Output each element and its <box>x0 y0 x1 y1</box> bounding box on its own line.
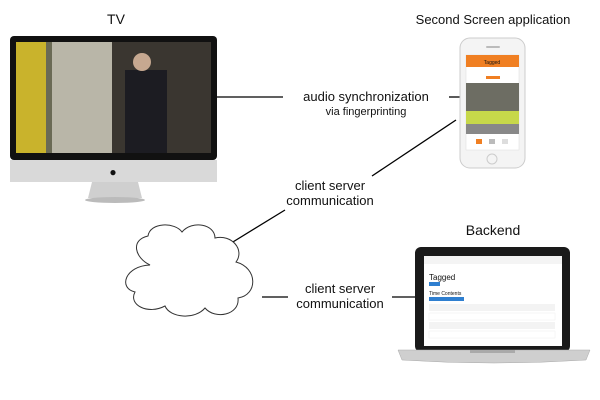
backend-screen-title: Tagged <box>429 273 455 282</box>
backend-label: Backend <box>466 222 520 238</box>
cs-bottom-sublabel: communication <box>296 296 383 311</box>
audio-sync-label: audio synchronization <box>303 89 429 104</box>
audio-sync-sublabel: via fingerprinting <box>326 106 407 118</box>
second-screen-label: Second Screen application <box>416 12 571 27</box>
backend-screen-section: Time Contents <box>429 291 462 297</box>
phone-screen-title: Tagged <box>484 60 501 66</box>
cloud-icon <box>125 224 254 317</box>
apple-logo-icon: ● <box>109 165 116 179</box>
tv-monitor: ● <box>10 36 217 203</box>
cs-top-label: client server <box>295 178 366 193</box>
smartphone: Tagged <box>459 37 526 169</box>
cs-bottom-label: client server <box>305 281 376 296</box>
connector-cs-cloud <box>227 209 286 246</box>
cs-top-sublabel: communication <box>286 193 373 208</box>
tv-label: TV <box>107 11 126 27</box>
connector-phone-cs <box>371 119 457 177</box>
laptop: Tagged Time Contents <box>397 247 591 364</box>
